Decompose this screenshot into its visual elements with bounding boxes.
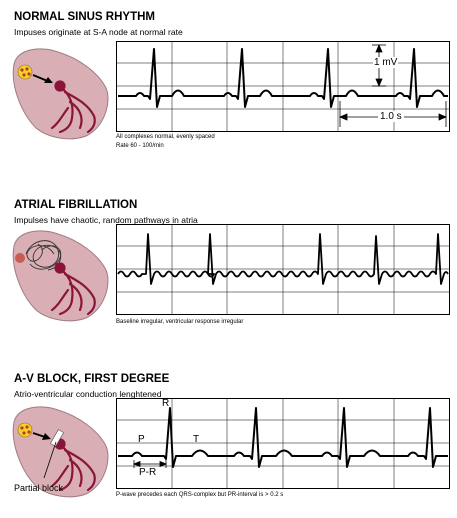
rhythm-caption-line-1: Baseline irregular, ventricular response…	[116, 319, 244, 325]
conduction-pathway	[50, 262, 96, 316]
sa-node-icon	[17, 422, 33, 438]
chaotic-pathways-icon	[25, 240, 62, 271]
sa-node-icon	[17, 64, 33, 80]
panel-title: ATRIAL FIBRILLATION	[14, 199, 138, 211]
ecg-grid	[116, 224, 450, 315]
heart-diagram	[12, 230, 109, 322]
heart-shape	[12, 48, 109, 140]
ecg-trace	[117, 233, 449, 285]
rhythm-caption-line-2: Rate 60 - 100/min	[116, 143, 164, 149]
ecg-strip	[116, 398, 450, 489]
panel-title: A-V BLOCK, FIRST DEGREE	[14, 373, 170, 385]
time-marker	[338, 101, 448, 127]
heart-shape	[12, 406, 109, 498]
impulse-arrow-icon	[32, 74, 53, 83]
conduction-pathway	[50, 80, 96, 134]
rhythm-caption-line-1: P-wave precedes each QRS-complex but PR-…	[116, 492, 284, 498]
heart-shape	[12, 230, 109, 322]
t-wave-label: T	[193, 434, 200, 445]
pr-interval-marker	[132, 460, 168, 468]
r-wave-label: R	[162, 398, 170, 409]
ecg-trace	[118, 48, 448, 108]
panel-atrial-fibrillation: ATRIAL FIBRILLATION Impulses have chaoti…	[12, 199, 450, 325]
pr-interval-label: P-R	[139, 467, 157, 478]
heart-diagram	[12, 406, 109, 498]
panel-normal-sinus-rhythm: NORMAL SINUS RHYTHM Impuses originate at…	[0, 0, 457, 170]
panel-subtitle: Impuses originate at S-A node at normal …	[14, 27, 183, 37]
partial-block-label: Partial block	[14, 483, 64, 493]
sa-node-icon	[15, 253, 25, 263]
panel-title: NORMAL SINUS RHYTHM	[14, 11, 155, 23]
rhythm-caption-line-1: All complexes normal, evenly spaced	[116, 134, 215, 140]
block-marker-icon	[43, 429, 65, 479]
panel-subtitle: Impulses have chaotic, random pathways i…	[14, 215, 198, 225]
ecg-strip	[116, 224, 450, 315]
heart-diagram	[12, 48, 109, 140]
impulse-arrow-icon	[32, 432, 51, 440]
panel-subtitle: Atrio-ventricular conduction lenghtened	[14, 389, 162, 399]
ecg-trace	[118, 407, 448, 468]
time-label: 1.0 s	[378, 111, 404, 122]
p-wave-label: P	[138, 434, 145, 445]
amplitude-label: 1 mV	[373, 57, 399, 68]
